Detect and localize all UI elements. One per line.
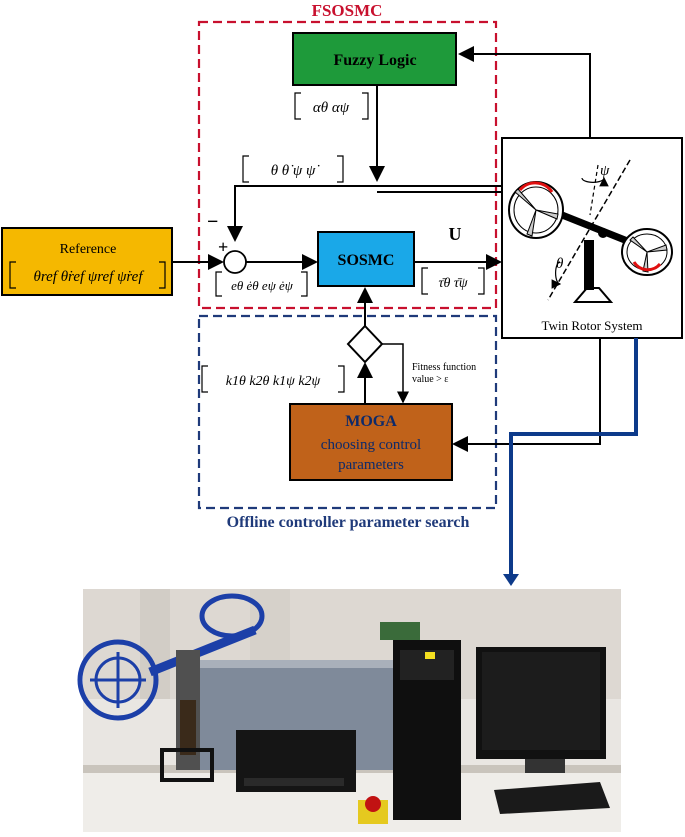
theta-symbol: θ: [556, 256, 564, 272]
photo-link-line: [509, 338, 638, 580]
rotor-to-fuzzy-arrow: [458, 46, 591, 138]
tau-vector: τ̄θ τ̄ψ: [421, 267, 485, 295]
sosmc-label: SOSMC: [338, 252, 395, 269]
psi-symbol: ψ: [600, 163, 610, 179]
fitness-loop-arrow: [382, 343, 409, 404]
plus-sign: +: [218, 237, 228, 257]
state-feedback-arrow: [227, 185, 502, 242]
state-vector: θ θ̇ ψ ψ̇: [242, 155, 344, 183]
error-vector-text: eθ ėθ eψ ėψ: [231, 278, 294, 293]
decision-diamond: [346, 324, 384, 364]
offline-search-title: Offline controller parameter search: [227, 514, 470, 531]
state-vector-text: θ θ̇ ψ ψ̇: [271, 163, 321, 179]
alpha-vector: αθ αψ: [294, 92, 369, 120]
photo-link-arrowhead: [503, 574, 519, 586]
lab-setup-photo: [77, 589, 621, 832]
sosmc-block: [317, 231, 415, 287]
minus-sign: −: [207, 211, 218, 233]
error-vector: eθ ėθ eψ ėψ: [215, 271, 308, 297]
fitness-line2: value > ε: [412, 374, 449, 385]
alpha-vector-text: αθ αψ: [313, 100, 350, 116]
fuzzy-logic-block: [292, 32, 457, 86]
fitness-line1: Fitness function: [412, 362, 476, 373]
twin-rotor-label: Twin Rotor System: [542, 318, 643, 333]
fsosmc-title: FSOSMC: [312, 1, 383, 20]
moga-title: MOGA: [345, 413, 397, 430]
tau-vector-text: τ̄θ τ̄ψ: [438, 276, 467, 291]
offline-search-region: [197, 314, 498, 510]
gain-vector-text: k1θ k2θ k1ψ k2ψ: [226, 374, 321, 389]
reference-vector: θref θ̇ref ψref ψ̇ref: [33, 269, 144, 285]
control-u-label: U: [449, 224, 462, 244]
fsosmc-region: [197, 20, 498, 310]
moga-line3: parameters: [338, 457, 404, 473]
twin-rotor-drawing: ψ θ: [508, 159, 673, 303]
rotor-to-moga-arrow: [452, 338, 601, 452]
fuzzy-logic-label: Fuzzy Logic: [333, 52, 416, 69]
reference-title: Reference: [60, 242, 117, 257]
gain-vector: k1θ k2θ k1ψ k2ψ: [201, 365, 345, 393]
moga-line2: choosing control: [321, 437, 421, 453]
